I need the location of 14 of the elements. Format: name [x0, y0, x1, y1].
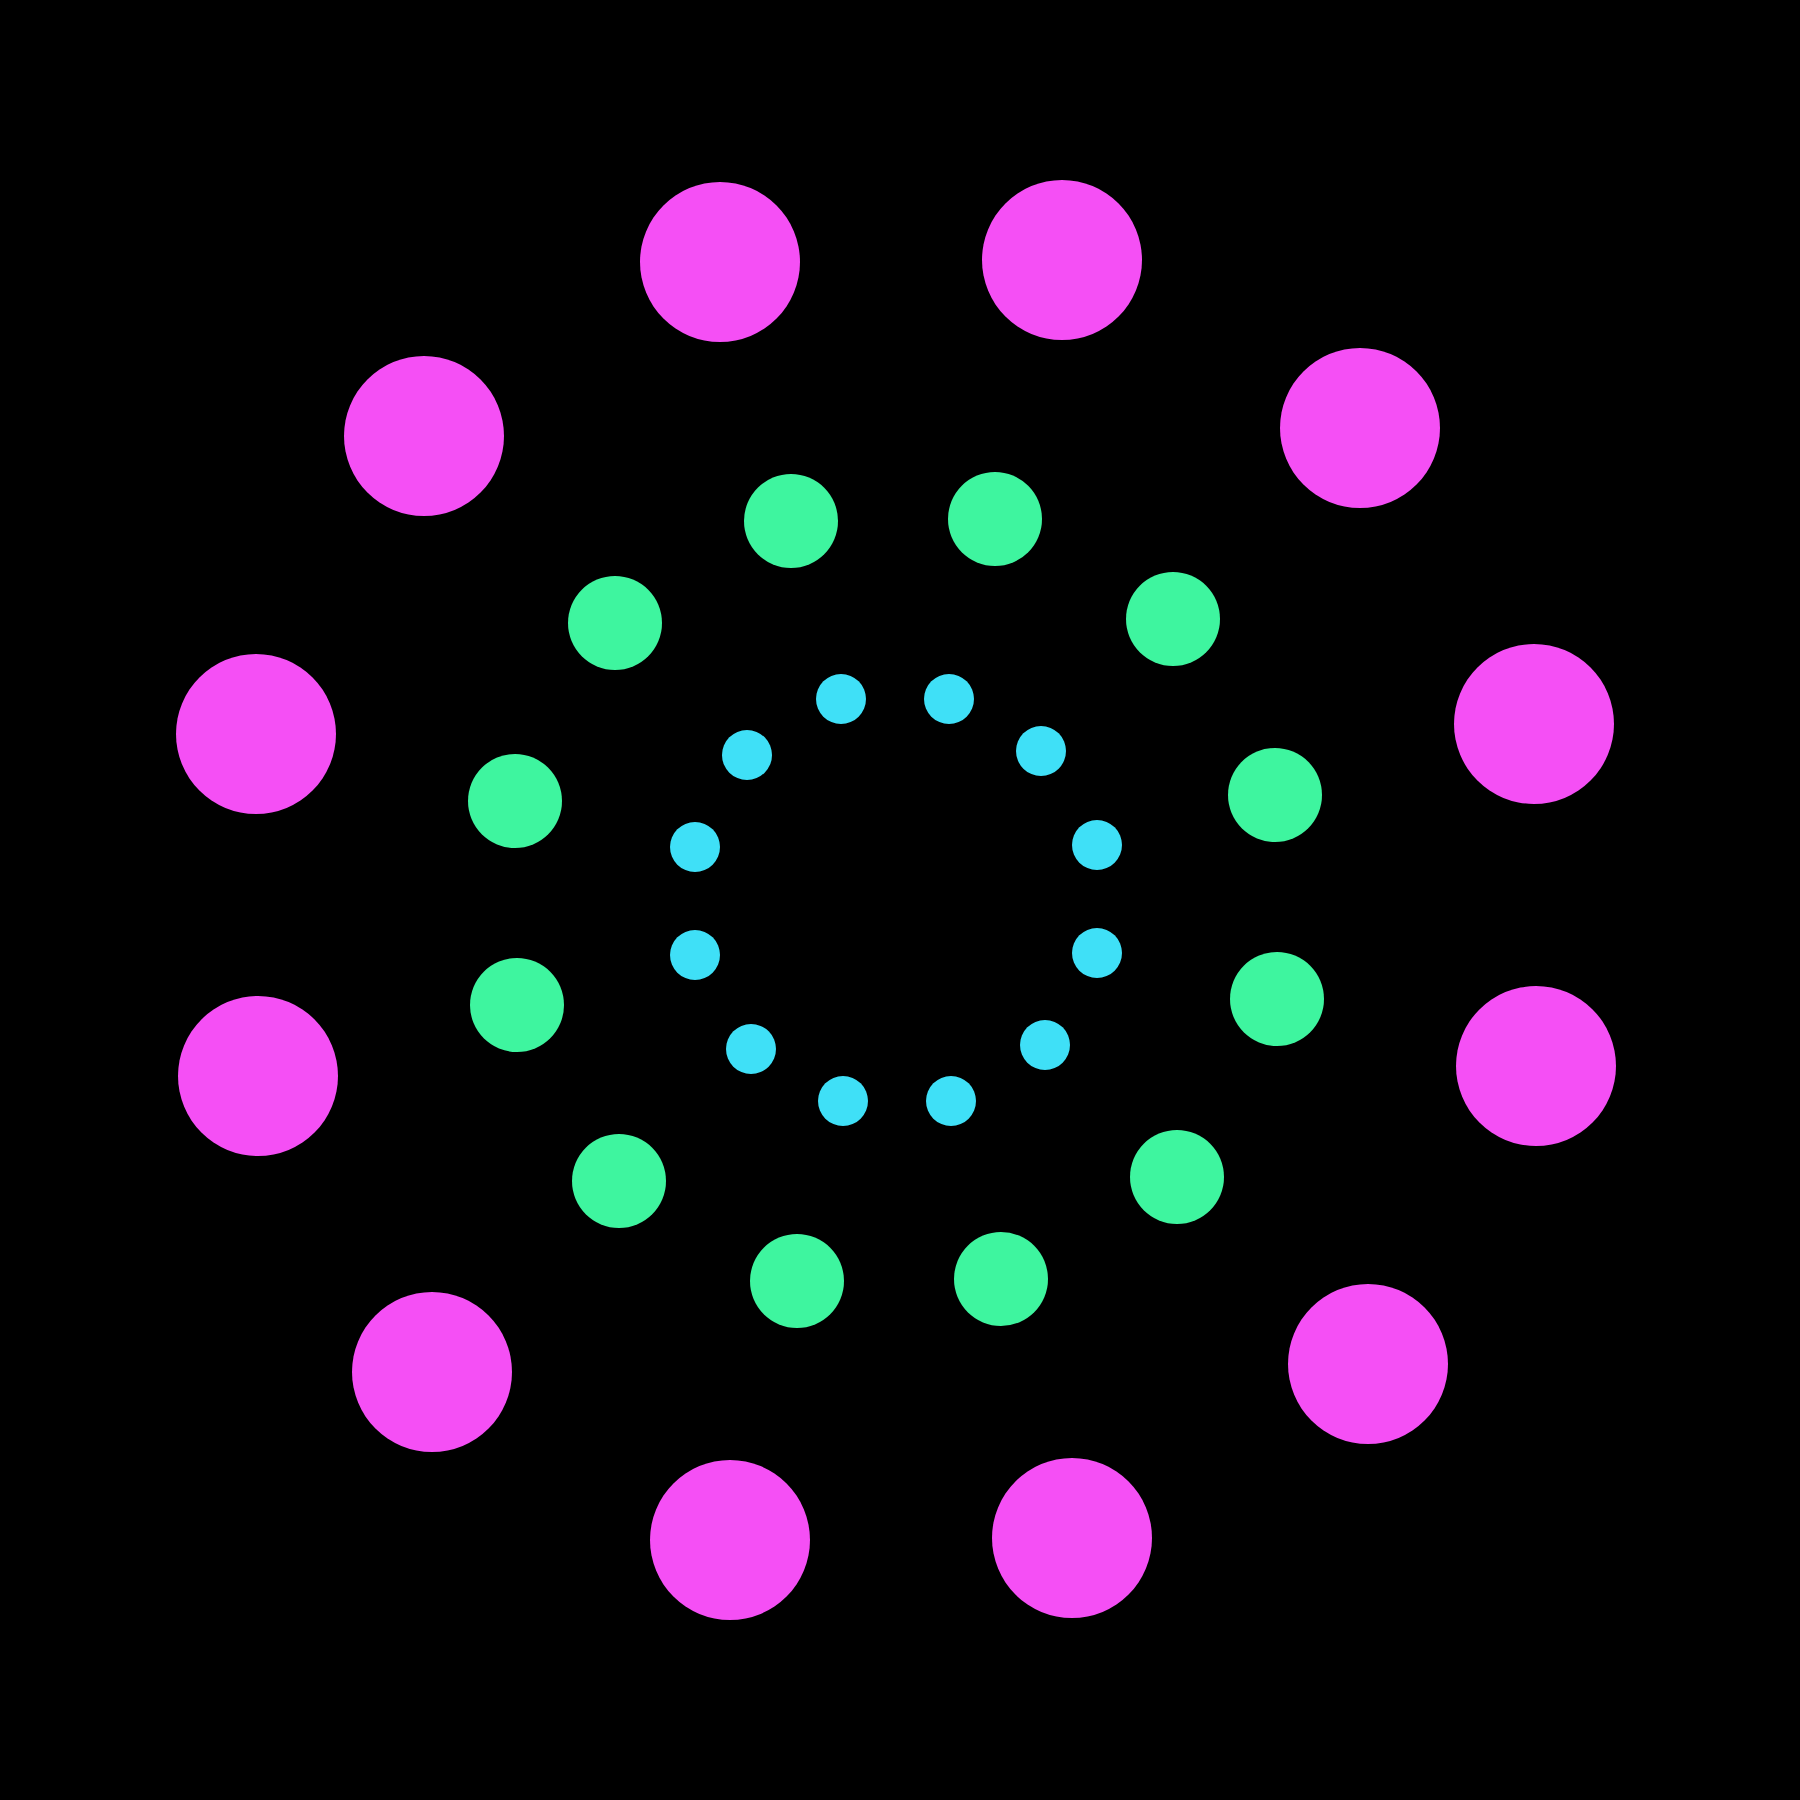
small-dot	[725, 1023, 776, 1074]
small-dot	[923, 673, 974, 724]
small-dot	[926, 1075, 977, 1126]
small-dot	[815, 674, 866, 725]
small-dot	[722, 729, 773, 780]
small-dot	[1016, 726, 1067, 777]
small-dot	[1019, 1020, 1070, 1071]
medium-dot	[572, 1134, 667, 1228]
small-dot	[818, 1076, 869, 1127]
small-dot	[1072, 927, 1123, 978]
small-dot	[1071, 819, 1122, 870]
medium-dot	[1130, 1129, 1224, 1224]
small-dot	[670, 930, 721, 981]
small-dot	[669, 822, 720, 873]
